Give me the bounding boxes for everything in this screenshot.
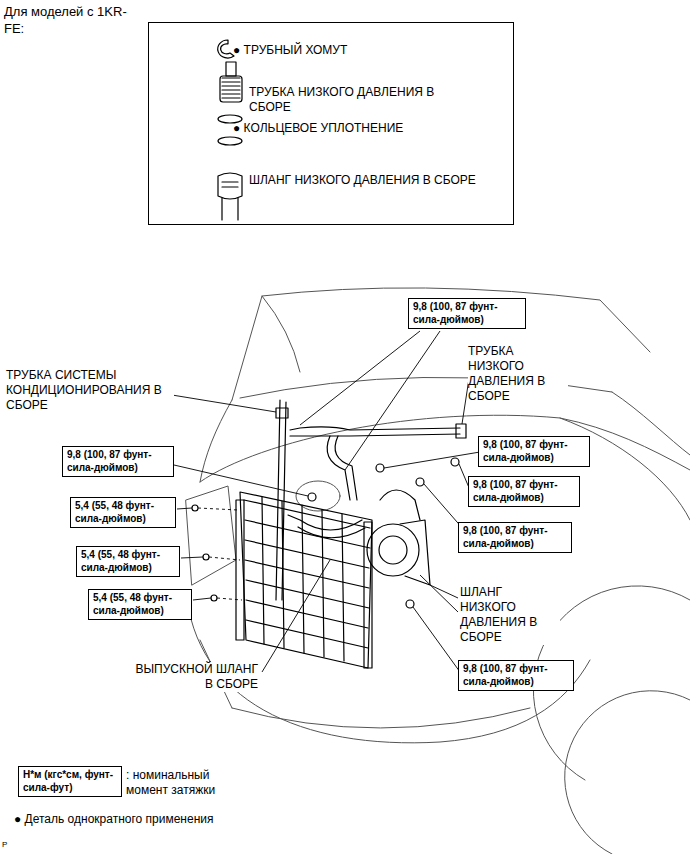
torque-box: 5,4 (55, 48 фунт-сила-дюймов) bbox=[88, 589, 192, 620]
torque-value: 9,8 (100, 87 фунт-сила-дюймов) bbox=[473, 479, 575, 504]
torque-value: 9,8 (100, 87 фунт-сила-дюймов) bbox=[483, 439, 585, 464]
part-name: ● КОЛЬЦЕВОЕ УПЛОТНЕНИЕ bbox=[233, 121, 473, 136]
torque-box: 9,8 (100, 87 фунт-сила-дюймов) bbox=[478, 436, 590, 467]
part-label: ТРУБКА СИСТЕМЫ КОНДИЦИОНИРОВАНИЯ В СБОРЕ bbox=[6, 368, 174, 413]
part-label: ШЛАНГ НИЗКОГО ДАВЛЕНИЯ В СБОРЕ bbox=[460, 585, 560, 645]
parts-box: ● ТРУБНЫЙ ХОМУТ ТРУБКА НИЗКОГО ДАВЛЕНИЯ В… bbox=[148, 22, 514, 225]
torque-value: 9,8 (100, 87 фунт-сила-дюймов) bbox=[67, 449, 169, 474]
legend-text: : номинальный момент затяжки bbox=[126, 768, 238, 798]
torque-box: 9,8 (100, 87 фунт-сила-дюймов) bbox=[458, 660, 574, 691]
torque-box: 9,8 (100, 87 фунт-сила-дюймов) bbox=[458, 522, 572, 553]
torque-value: 9,8 (100, 87 фунт-сила-дюймов) bbox=[413, 301, 521, 326]
part-label: ТРУБКА НИЗКОГО ДАВЛЕНИЯ В СБОРЕ bbox=[468, 344, 568, 404]
torque-value: 5,4 (55, 48 фунт-сила-дюймов) bbox=[75, 500, 171, 525]
torque-value: 9,8 (100, 87 фунт-сила-дюймов) bbox=[463, 663, 569, 688]
page-mark: P bbox=[2, 840, 22, 850]
torque-box: 5,4 (55, 48 фунт-сила-дюймов) bbox=[70, 497, 176, 528]
part-name: ШЛАНГ НИЗКОГО ДАВЛЕНИЯ В СБОРЕ bbox=[249, 173, 479, 188]
torque-box: 9,8 (100, 87 фунт-сила-дюймов) bbox=[62, 446, 174, 477]
torque-value: 5,4 (55, 48 фунт-сила-дюймов) bbox=[93, 592, 187, 617]
unit-legend: Н*м (кгс*см, фунт-сила-фут) bbox=[23, 769, 117, 794]
part-name: ● ТРУБНЫЙ ХОМУТ bbox=[233, 43, 473, 58]
torque-box: 9,8 (100, 87 фунт-сила-дюймов) bbox=[468, 476, 580, 507]
note-text: ● Деталь однократного применения bbox=[14, 812, 274, 827]
part-label: ВЫПУСКНОЙ ШЛАНГ В СБОРЕ bbox=[134, 662, 258, 692]
torque-box: 5,4 (55, 48 фунт-сила-дюймов) bbox=[76, 546, 180, 577]
part-name: ТРУБКА НИЗКОГО ДАВЛЕНИЯ В СБОРЕ bbox=[249, 85, 479, 115]
legend-torque-box: Н*м (кгс*см, фунт-сила-фут) bbox=[18, 766, 122, 797]
page-title: Для моделей с 1KR-FE: bbox=[4, 4, 129, 38]
torque-value: 5,4 (55, 48 фунт-сила-дюймов) bbox=[81, 549, 175, 574]
torque-box: 9,8 (100, 87 фунт-сила-дюймов) bbox=[408, 298, 526, 329]
torque-value: 9,8 (100, 87 фунт-сила-дюймов) bbox=[463, 525, 567, 550]
